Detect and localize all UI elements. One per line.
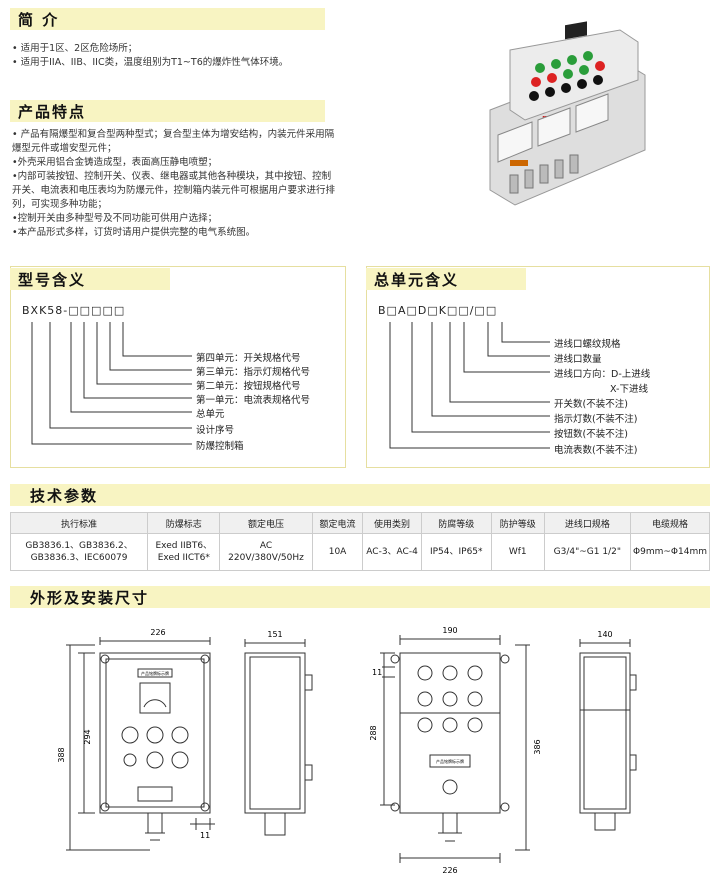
model-title: 型号含义 bbox=[18, 271, 87, 289]
tech-table: 执行标准 防爆标志 额定电压 额定电流 使用类别 防腐等级 防护等级 进线口规格… bbox=[9, 512, 710, 571]
unit-leader-lines bbox=[389, 322, 550, 449]
table-header: 额定电压 bbox=[219, 512, 313, 534]
model-label: 第四单元：开关规格代号 bbox=[196, 353, 301, 364]
table-header: 电缆规格 bbox=[630, 512, 710, 534]
dim-right-side-w: 140 bbox=[597, 630, 612, 639]
table-header: 额定电流 bbox=[311, 512, 364, 534]
features-band: 产品特点 bbox=[10, 100, 325, 122]
dims-title: 外形及安装尺寸 bbox=[30, 589, 150, 607]
dim-left-side-w: 151 bbox=[267, 630, 282, 639]
dim-right-w2: 226 bbox=[442, 866, 457, 875]
table-header: 防腐等级 bbox=[420, 512, 492, 534]
model-leader-lines bbox=[31, 322, 192, 445]
dim-left-w1: 226 bbox=[150, 628, 165, 637]
features-line: •控制开关由多种型号及不同功能可供用户选择； bbox=[12, 213, 218, 224]
features-line: •内部可装按钮、控制开关、仪表、继电器或其他各种模块，其中按钮、控制 bbox=[12, 171, 332, 182]
model-label: 第一单元：电流表规格代号 bbox=[196, 395, 311, 406]
dim-right-h2: 386 bbox=[533, 739, 542, 754]
model-label: 总单元 bbox=[196, 409, 225, 420]
model-label: 第二单元：按钮规格代号 bbox=[196, 381, 301, 392]
unit-label: 进线口螺纹规格 bbox=[554, 339, 621, 350]
table-cell: Wf1 bbox=[490, 533, 545, 571]
dim-right-m: 11 bbox=[372, 668, 382, 677]
nameplate-left: 产品铭牌标示牌 bbox=[141, 670, 169, 676]
features-line: •本产品形式多样，订货时请用户提供完整的电气系统图。 bbox=[12, 227, 256, 238]
table-cell: AC-3、AC-4 bbox=[362, 533, 422, 571]
model-code: BXK58-□□□□□ bbox=[22, 304, 126, 317]
dimension-drawings: 226 294 388 11 151 190 288 386 226 11 14… bbox=[57, 626, 637, 875]
unit-label: 进线口方向：D-上进线 bbox=[554, 369, 651, 380]
unit-code: B□A□D□K□□/□□ bbox=[378, 304, 498, 317]
model-label: 设计序号 bbox=[196, 425, 235, 436]
tech-title: 技术参数 bbox=[30, 487, 99, 505]
table-cell: G3/4"~G1 1/2" bbox=[543, 533, 632, 571]
table-cell: Exed IIBT6、Exed IICT6* bbox=[147, 533, 221, 571]
features-line: • 产品有隔爆型和复合型两种型式；复合型主体为增安结构，内装元件采用隔 bbox=[12, 129, 335, 140]
unit-label: 指示灯数(不装不注) bbox=[554, 414, 638, 425]
intro-bullet: • 适用于1区、2区危险场所； bbox=[12, 43, 138, 54]
model-label: 第三单元：指示灯规格代号 bbox=[196, 367, 311, 378]
table-row: GB3836.1、GB3836.2、GB3836.3、IEC60079 Exed… bbox=[9, 533, 710, 571]
table-header-row: 执行标准 防爆标志 额定电压 额定电流 使用类别 防腐等级 防护等级 进线口规格… bbox=[9, 512, 710, 534]
table-cell: Φ9mm~Φ14mm bbox=[630, 533, 710, 571]
features-title: 产品特点 bbox=[18, 103, 87, 121]
unit-label: 按钮数(不装不注) bbox=[554, 429, 628, 440]
table-cell: 10A bbox=[311, 533, 364, 571]
tech-band: 技术参数 bbox=[10, 484, 710, 506]
product-photo: Exe bbox=[489, 21, 646, 206]
table-cell: IP54、IP65* bbox=[420, 533, 492, 571]
intro-bullets: • 适用于1区、2区危险场所； • 适用于IIA、IIB、IIC类，温度组别为T… bbox=[12, 42, 288, 70]
model-band: 型号含义 bbox=[10, 268, 170, 290]
indicator-lights bbox=[529, 51, 605, 101]
features-line: 爆型元件或增安型元件； bbox=[12, 143, 117, 154]
dim-left-h2: 388 bbox=[57, 747, 66, 762]
features-line: •外壳采用铝合金铸造成型，表面高压静电喷塑； bbox=[12, 157, 218, 168]
features-line: 列，可实现多种功能； bbox=[12, 199, 108, 210]
unit-label: 电流表数(不装不注) bbox=[554, 445, 638, 456]
dim-right-h1: 288 bbox=[369, 725, 378, 740]
table-header: 执行标准 bbox=[9, 512, 149, 534]
dim-left-h1: 294 bbox=[83, 729, 92, 744]
table-cell: AC 220V/380V/50Hz bbox=[219, 533, 313, 571]
nameplate-right: 产品铭牌标示牌 bbox=[436, 758, 464, 764]
dim-left-m: 11 bbox=[200, 831, 210, 840]
unit-band: 总单元含义 bbox=[366, 268, 526, 290]
unit-title: 总单元含义 bbox=[374, 271, 460, 289]
features-bullets: • 产品有隔爆型和复合型两种型式；复合型主体为增安结构，内装元件采用隔 爆型元件… bbox=[12, 128, 335, 240]
unit-label: 开关数(不装不注) bbox=[554, 399, 628, 410]
intro-bullet: • 适用于IIA、IIB、IIC类，温度组别为T1~T6的爆炸性气体环境。 bbox=[12, 57, 289, 68]
dims-band: 外形及安装尺寸 bbox=[10, 586, 710, 608]
intro-band: 简 介 bbox=[10, 8, 325, 30]
dim-right-w1: 190 bbox=[442, 626, 457, 635]
table-header: 防护等级 bbox=[490, 512, 545, 534]
model-label: 防爆控制箱 bbox=[196, 441, 244, 452]
table-cell: GB3836.1、GB3836.2、GB3836.3、IEC60079 bbox=[9, 533, 149, 571]
unit-label: X-下进线 bbox=[610, 384, 648, 395]
features-line: 开关、电流表和电压表均为防爆元件，控制箱内装元件可根据用户要求进行排 bbox=[12, 185, 336, 196]
table-header: 防爆标志 bbox=[147, 512, 221, 534]
intro-title: 简 介 bbox=[18, 11, 60, 29]
model-box bbox=[10, 266, 346, 468]
unit-box bbox=[366, 266, 710, 468]
table-header: 使用类别 bbox=[362, 512, 422, 534]
table-header: 进线口规格 bbox=[543, 512, 632, 534]
unit-label: 进线口数量 bbox=[554, 354, 602, 365]
